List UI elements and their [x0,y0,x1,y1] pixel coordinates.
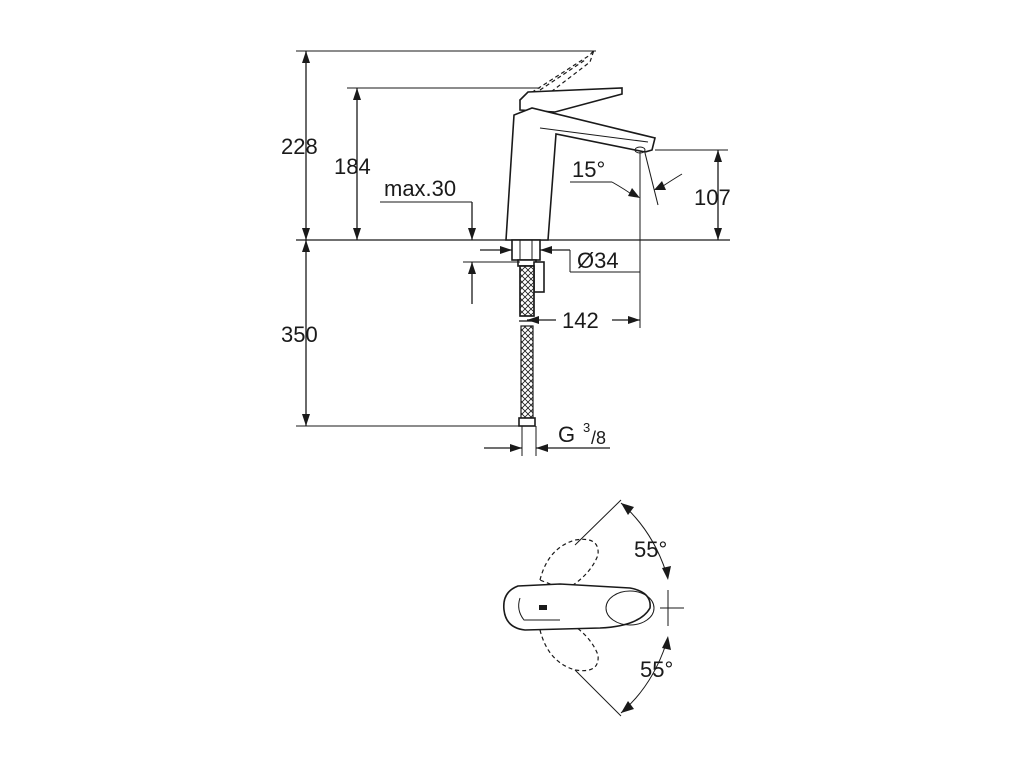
lever-handle [519,87,623,113]
lever-rotated-back [539,538,599,591]
lever-rotated-front [539,619,599,672]
hose-lower [520,325,534,419]
dim-228-label: 228 [281,134,318,159]
ray-55-front [574,669,622,717]
indicator-mark [539,605,547,610]
lever-open-outline [518,49,595,109]
hose-upper [519,265,535,317]
dim-g-label: G [558,422,575,447]
dim-max30-label: max.30 [384,176,456,201]
lever-top [605,590,655,626]
faucet-body [505,107,656,241]
hose-fitting [518,417,536,427]
dim-g-num: 3 [583,420,590,435]
angle-55-front-label: 55° [640,657,673,682]
body-top-inner [518,597,560,621]
side-view: 228 184 max.30 Ø34 142 [281,49,731,456]
dim-15-label: 15° [572,157,605,182]
top-view: 55° 55° [502,499,684,717]
angle-15-ray [644,152,659,206]
dim-184-label: 184 [334,154,371,179]
spout-highlight [539,127,649,143]
angle-55-back-label: 55° [634,537,667,562]
dim-d34-label: Ø34 [577,248,619,273]
dim-g-den: /8 [591,428,606,448]
dim-142-label: 142 [562,308,599,333]
ray-55-back [574,499,622,546]
dim-350-label: 350 [281,322,318,347]
dim-107-label: 107 [694,185,731,210]
